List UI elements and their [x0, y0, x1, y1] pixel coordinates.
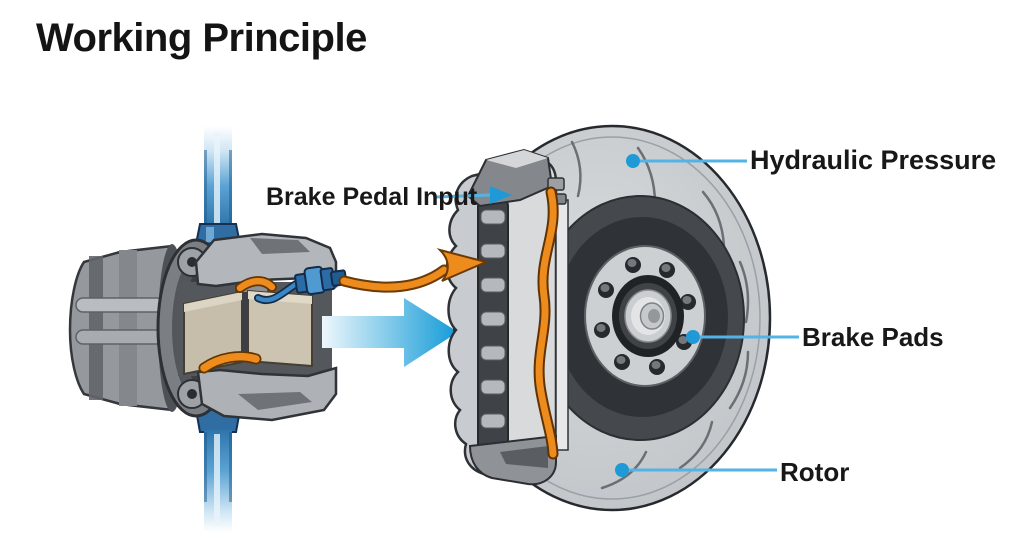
hydraulic-pressure-leader — [626, 154, 747, 168]
flow-arrow — [322, 298, 458, 367]
caliper-top-cap — [466, 148, 567, 208]
label-brake-pedal-input: Brake Pedal Input — [266, 183, 478, 211]
leader-dot-icon — [686, 330, 700, 344]
label-rotor: Rotor — [780, 457, 850, 487]
leader-arrowhead-icon — [490, 186, 512, 204]
brake-pads-leader — [686, 330, 799, 344]
brake-caliper — [445, 148, 569, 486]
caliper-hydraulic-line — [533, 186, 559, 460]
page-title: Working Principle — [36, 16, 367, 60]
label-hydraulic-pressure: Hydraulic Pressure — [750, 145, 997, 175]
leader-dot-icon — [615, 463, 629, 477]
lug-bolts — [594, 257, 696, 375]
hub-hydraulic-lines — [198, 276, 277, 374]
caliper-bottom-cap — [468, 434, 557, 486]
hub-center-bearing — [612, 275, 684, 357]
callout-leaders — [435, 154, 799, 477]
leader-dot-icon — [626, 154, 640, 168]
caliper-fins — [477, 197, 509, 471]
rotor-leader — [615, 463, 777, 477]
hydraulic-hose-arrow — [338, 248, 490, 293]
wheel-hub-assembly — [68, 126, 348, 532]
rotor-disc — [452, 124, 772, 512]
wheel-hub — [584, 245, 706, 387]
label-brake-pads: Brake Pads — [802, 322, 944, 352]
brake-pedal-input-leader — [435, 186, 512, 204]
hose-connector — [254, 265, 348, 305]
